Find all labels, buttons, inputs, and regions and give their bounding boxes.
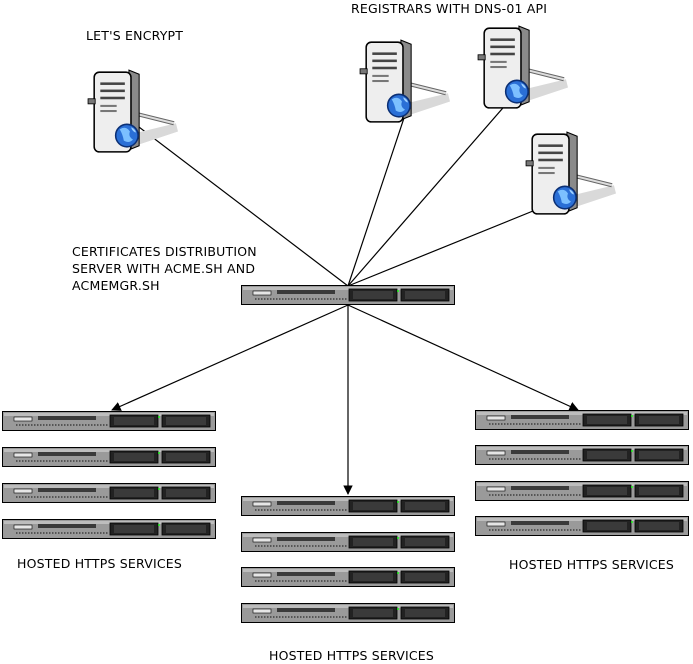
rack-server-icon <box>2 483 216 503</box>
rack-server-icon <box>2 411 216 431</box>
rack-server-icon <box>241 603 455 623</box>
label-distribution-server: CERTIFICATES DISTRIBUTION SERVER WITH AC… <box>72 243 257 294</box>
rack-server-icon <box>475 410 689 430</box>
distribution-server-icon <box>241 285 455 305</box>
edge-to-hosted-left <box>111 304 349 411</box>
lets-encrypt-server-icon <box>88 70 178 152</box>
edge-to-registrar-2 <box>347 85 523 287</box>
label-distribution-server-line-1: CERTIFICATES DISTRIBUTION <box>72 244 257 259</box>
rack-server-icon <box>475 516 689 536</box>
edge-to-registrar-1 <box>347 99 411 287</box>
rack-server-icon <box>241 496 455 516</box>
label-registrars: REGISTRARS WITH DNS-01 API <box>351 1 548 16</box>
rack-server-icon <box>241 532 455 552</box>
connections <box>111 85 579 495</box>
hosted-group-left <box>2 411 216 539</box>
rack-server-icon <box>475 481 689 501</box>
label-hosted-left: HOSTED HTTPS SERVICES <box>17 556 183 571</box>
rack-server-icon <box>2 447 216 467</box>
rack-server-icon <box>2 519 216 539</box>
label-lets-encrypt: LET'S ENCRYPT <box>86 28 184 43</box>
label-hosted-center: HOSTED HTTPS SERVICES <box>269 648 435 663</box>
registrar-server-2-icon <box>478 26 568 108</box>
label-distribution-server-line-3: ACMEMGR.SH <box>72 278 160 293</box>
registrar-server-1-icon <box>360 40 450 122</box>
registrar-server-3-icon <box>526 132 616 214</box>
edge-to-lets-encrypt <box>134 123 349 287</box>
rack-server-icon <box>241 567 455 587</box>
hosted-group-center <box>241 496 455 623</box>
edge-to-hosted-right <box>347 304 579 411</box>
label-distribution-server-line-2: SERVER WITH ACME.SH AND <box>72 261 256 276</box>
rack-server-icon <box>475 445 689 465</box>
label-hosted-right: HOSTED HTTPS SERVICES <box>509 557 675 572</box>
hosted-group-right <box>475 410 689 536</box>
